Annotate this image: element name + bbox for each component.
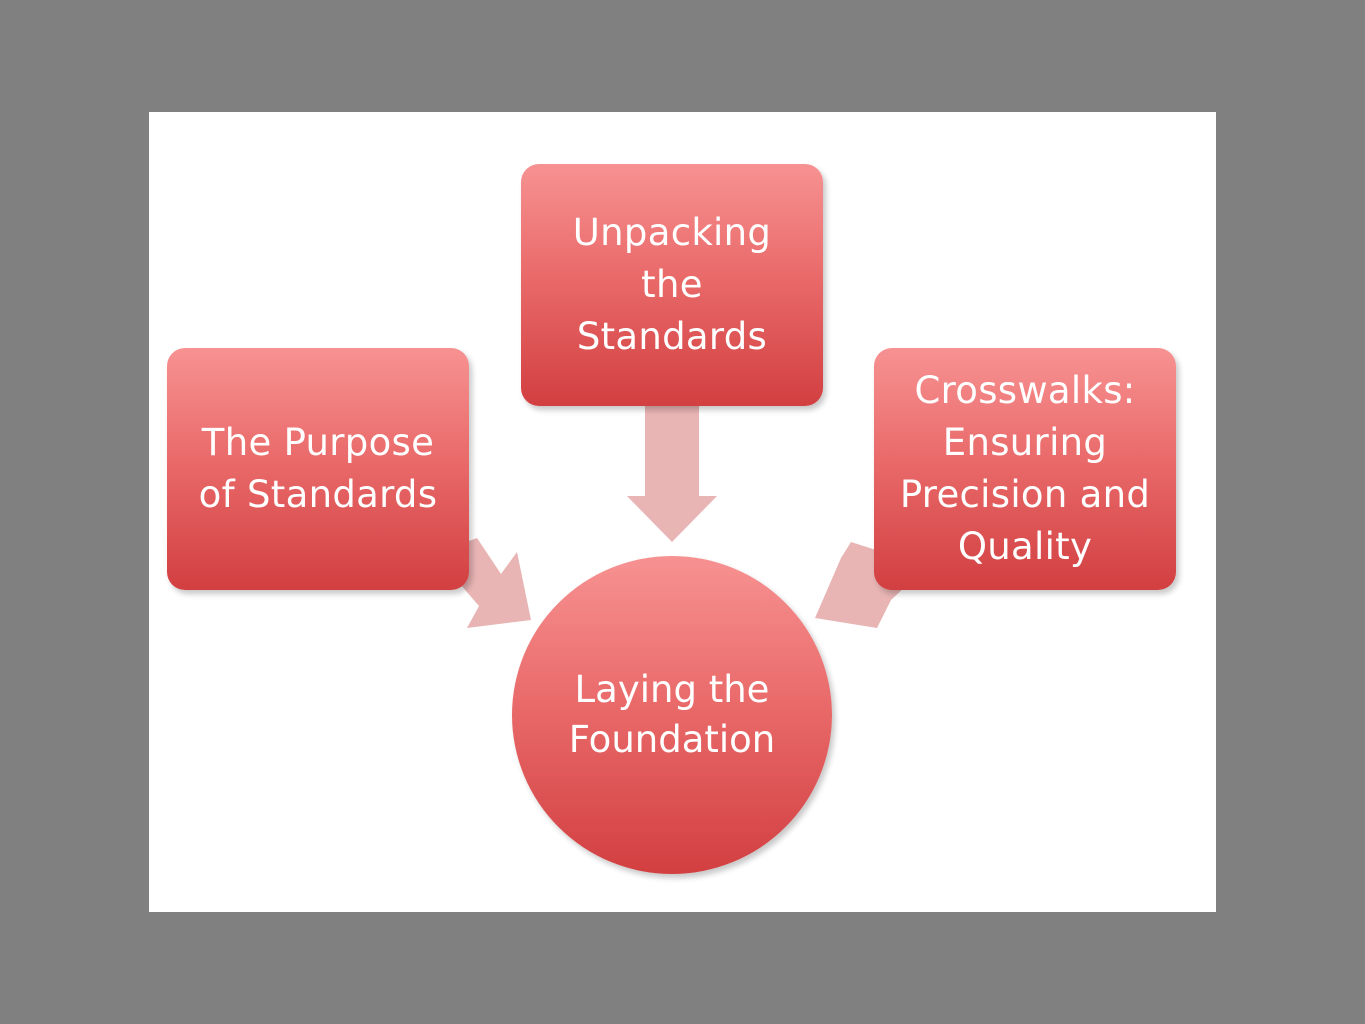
box-purpose-label: The Purpose of Standards <box>198 421 438 516</box>
box-crosswalks: Crosswalks: Ensuring Precision and Quali… <box>874 348 1176 590</box>
circle-laying-the-foundation: Laying the Foundation <box>512 556 832 874</box>
box-crosswalks-label: Crosswalks: Ensuring Precision and Quali… <box>899 369 1151 568</box>
box-unpacking-label: Unpacking the Standards <box>572 211 772 358</box>
box-unpacking-the-standards: Unpacking the Standards <box>521 164 823 406</box>
slide: Unpacking the Standards The Purpose of S… <box>149 112 1216 912</box>
box-purpose-of-standards: The Purpose of Standards <box>167 348 469 590</box>
down-arrow <box>627 404 717 542</box>
circle-foundation-label: Laying the Foundation <box>568 668 776 761</box>
